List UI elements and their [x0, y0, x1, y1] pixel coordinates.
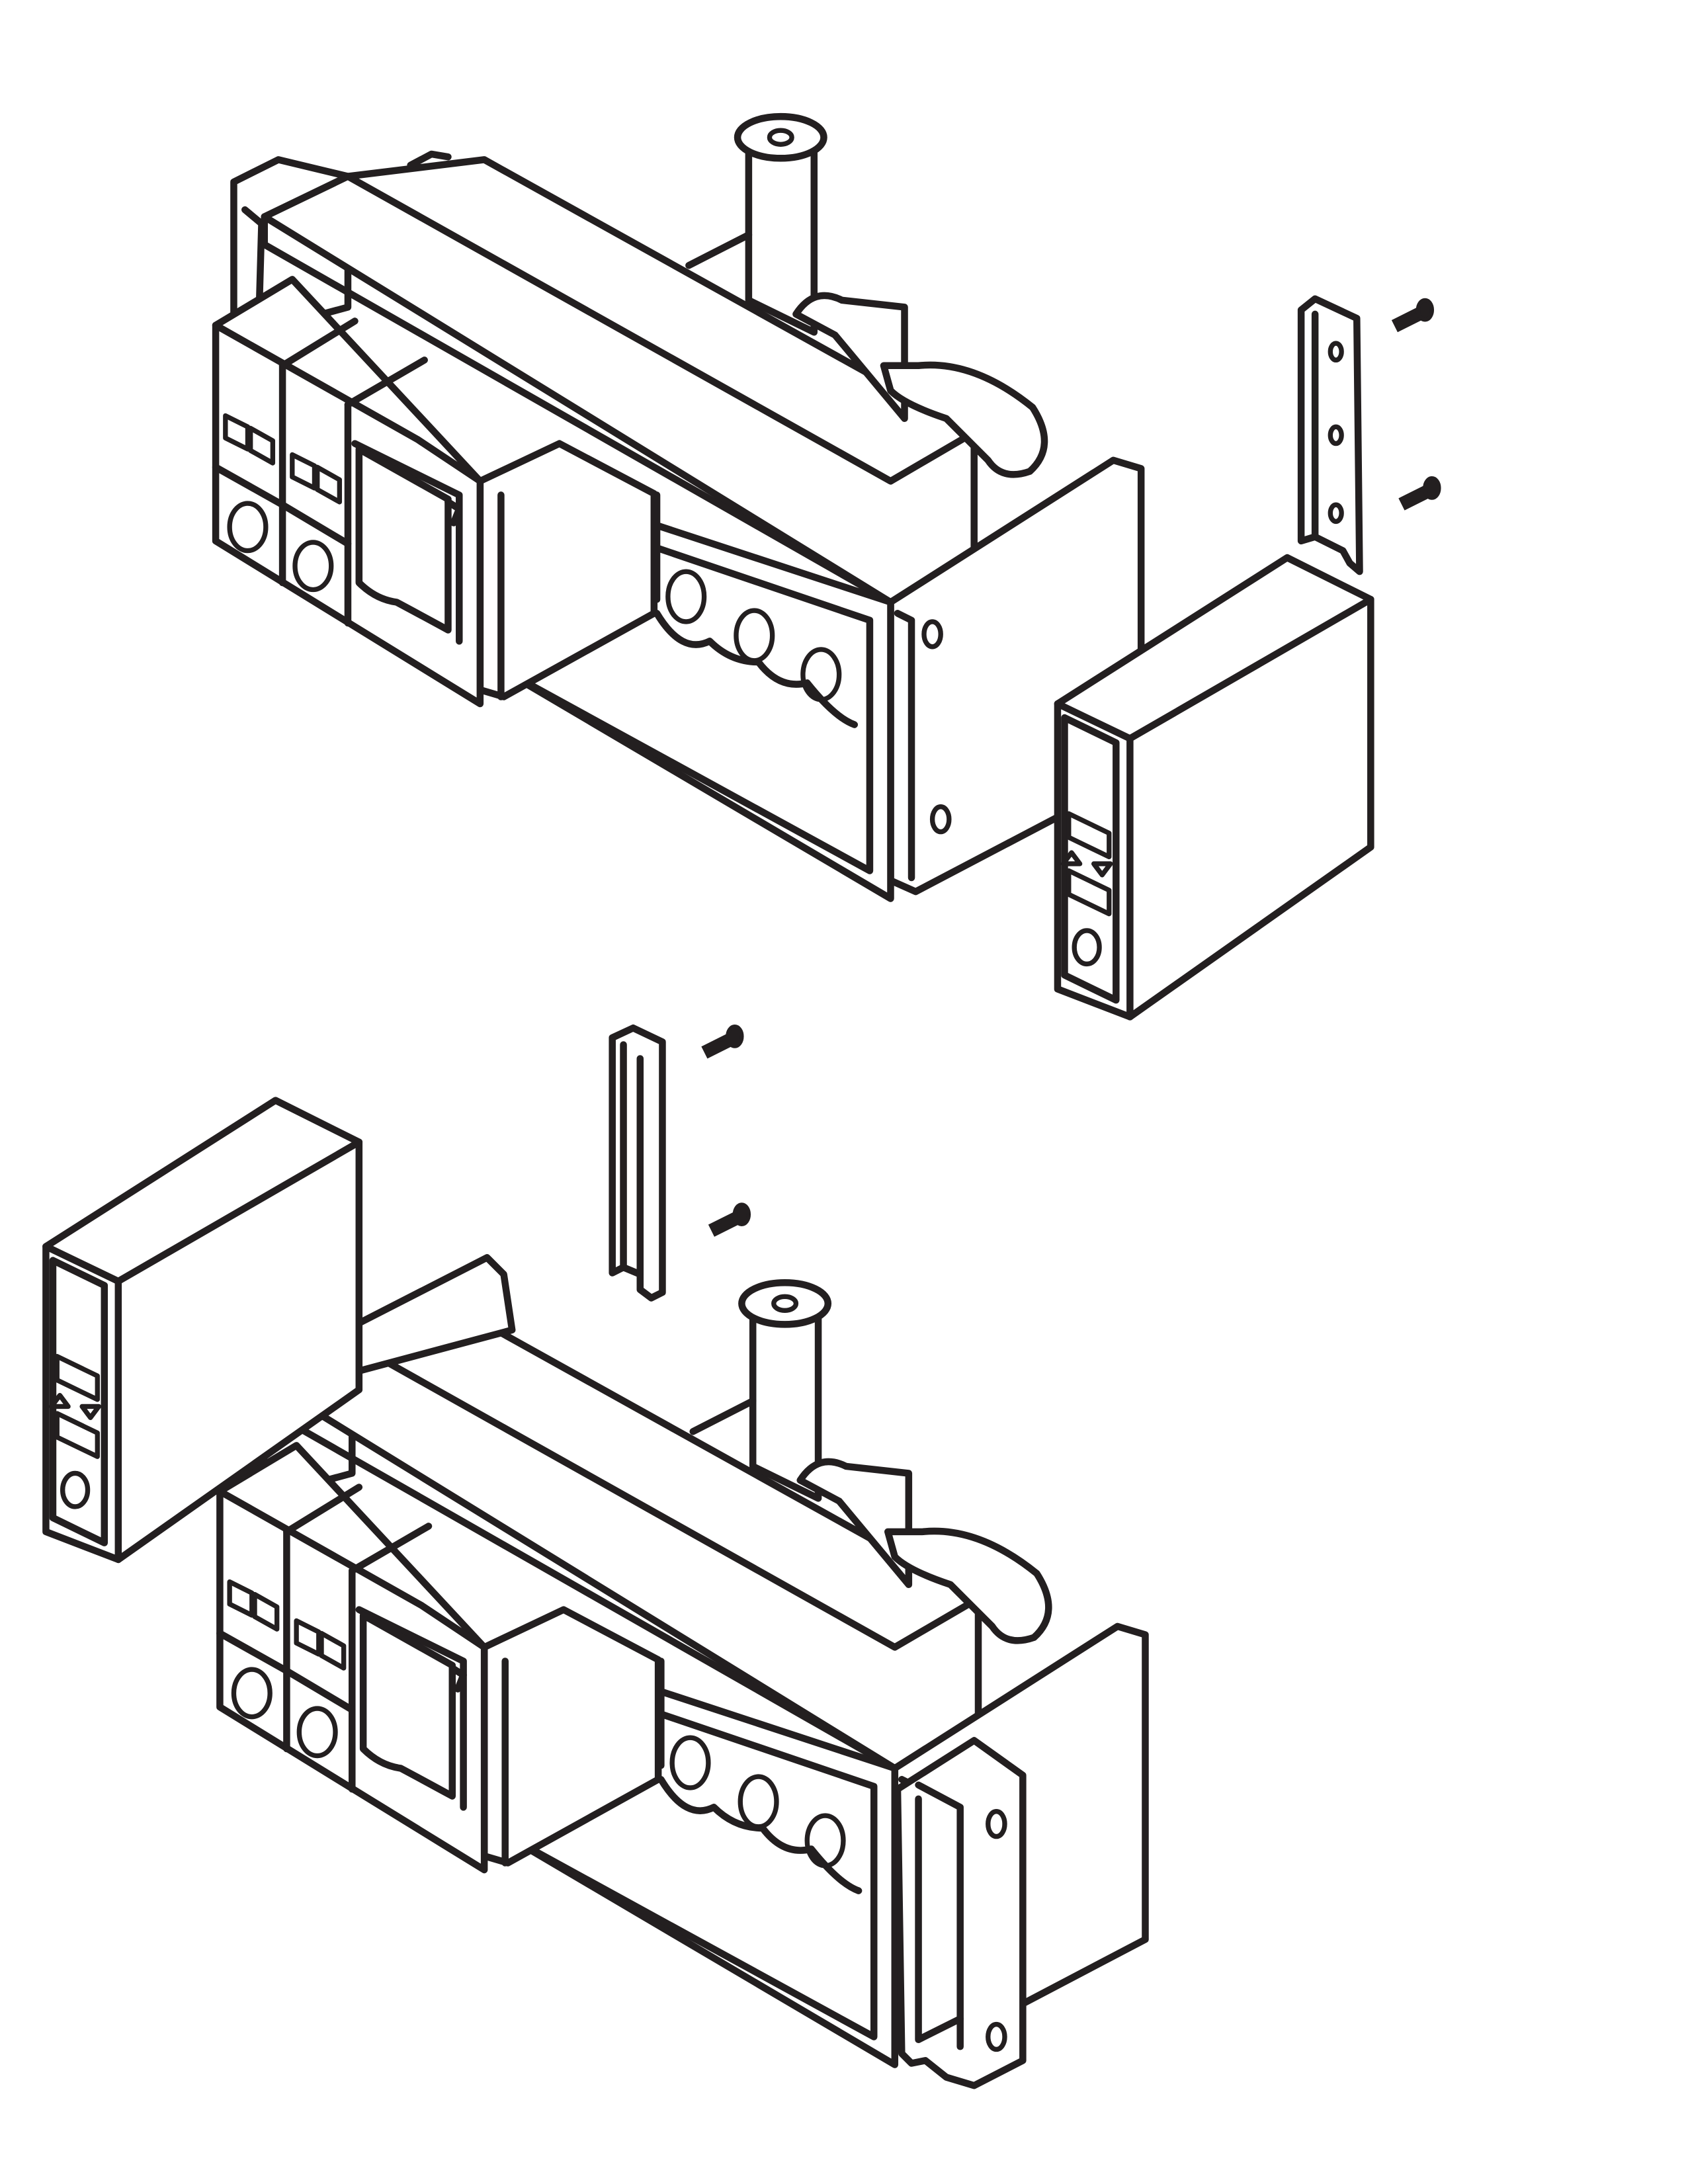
end-cap-hole-lower	[986, 2021, 1007, 2052]
end-cap-hole-upper	[986, 1809, 1007, 1839]
rail-hole-1	[1328, 341, 1344, 363]
end-cap	[894, 1737, 1027, 2089]
mounting-rail-2	[609, 1024, 666, 1302]
screw-1b	[1402, 478, 1439, 507]
screw-2a	[704, 1027, 742, 1056]
main-assembly-1	[216, 116, 1141, 898]
rail-hole-3	[1328, 502, 1344, 525]
view-1	[216, 116, 1439, 1017]
mounting-rail-1	[1297, 295, 1363, 575]
end-cap-inner-edge	[915, 1781, 964, 2050]
view-2	[46, 1024, 1145, 2089]
rail-hole-2	[1328, 424, 1344, 446]
screw-2b	[711, 1204, 749, 1234]
end-cap-channel	[915, 1795, 964, 2043]
screw-1a	[1394, 300, 1432, 329]
